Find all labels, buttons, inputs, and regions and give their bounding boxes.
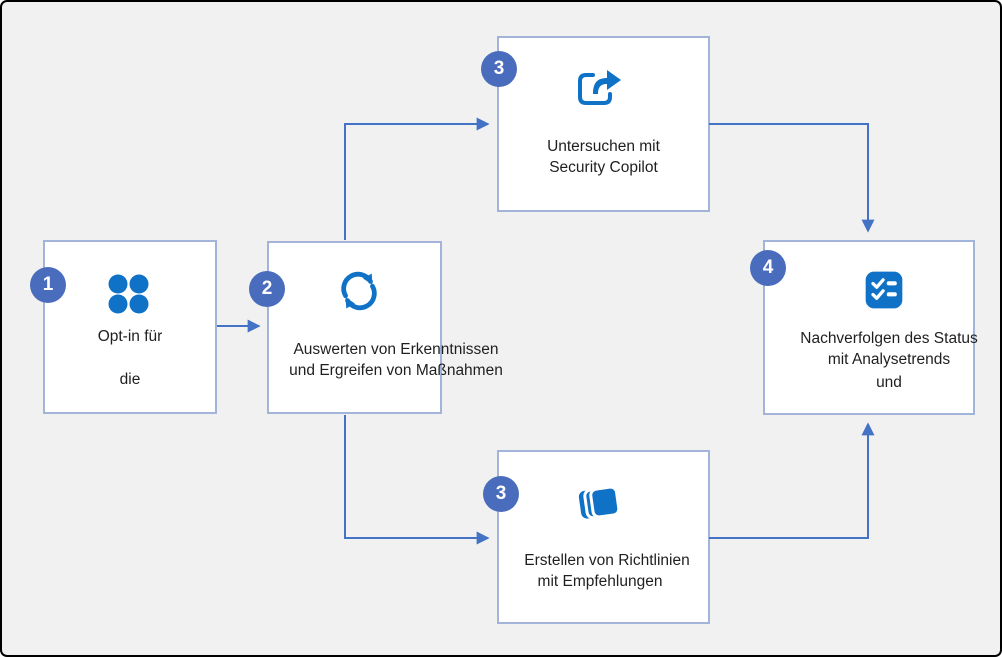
sync-icon	[341, 271, 377, 311]
step-badge: 3	[481, 51, 517, 87]
step-label-line: mit Empfehlungen	[537, 573, 663, 590]
step-badge: 3	[483, 476, 519, 512]
share-arrow-icon	[578, 70, 621, 105]
step-label-line: Erstellen von Richtlinien	[524, 552, 690, 569]
arrow-step2-to-investigate	[344, 117, 490, 240]
step-label-line: mit Analysetrends	[827, 351, 951, 368]
step-label-line: und	[876, 374, 902, 391]
step-label-line: Auswerten von Erkenntnissen	[293, 341, 499, 358]
step-label-line: Opt-in für	[97, 328, 163, 345]
dots-grid-icon	[108, 274, 149, 314]
step-box-opt-in	[43, 240, 217, 414]
checklist-icon	[865, 271, 903, 309]
step-label-line: Security Copilot	[549, 159, 658, 176]
step-box-investigate	[497, 36, 710, 212]
step-badge: 1	[30, 267, 66, 303]
step-badge: 4	[750, 250, 786, 286]
step-box-evaluate	[267, 241, 442, 414]
layers-icon	[578, 485, 621, 520]
step-label-line: die	[119, 371, 141, 388]
step-label-line: Untersuchen mit	[547, 138, 660, 155]
step-badge: 2	[249, 271, 285, 307]
arrow-investigate-to-track	[709, 123, 875, 233]
step-label-line: Nachverfolgen des Status	[800, 330, 978, 347]
arrow-policies-to-track	[709, 422, 875, 539]
step-box-track-status	[763, 240, 975, 415]
step-label-line: und Ergreifen von Maßnahmen	[289, 362, 503, 379]
arrow-step2-to-policies	[344, 415, 490, 545]
